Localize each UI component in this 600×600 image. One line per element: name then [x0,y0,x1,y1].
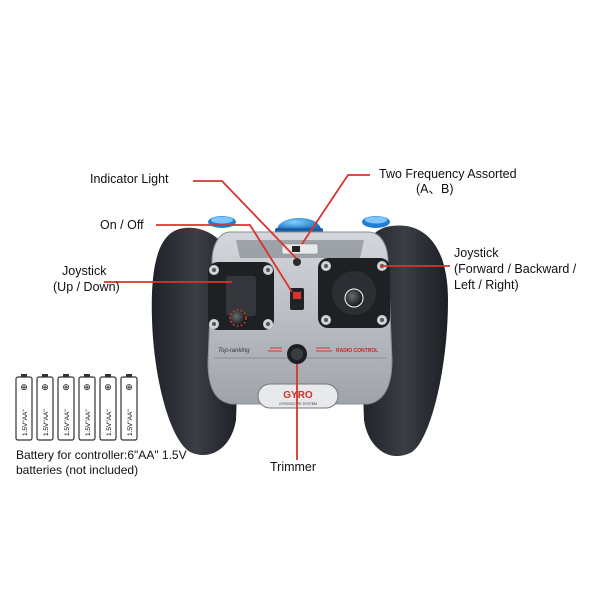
svg-text:GYRO: GYRO [283,390,313,401]
svg-text:⊕: ⊕ [62,382,70,392]
battery-cell: ⊕ 1.5V"AA" [78,374,96,441]
right-shoulder-button [362,216,390,228]
battery-cell-label: 1.5V"AA" [106,409,113,436]
label-joystick-right-sub2: Left / Right) [454,278,519,292]
svg-text:⊕: ⊕ [20,382,28,392]
battery-caption: Battery for controller:6"AA" 1.5V batter… [16,448,187,478]
svg-text:⊕: ⊕ [83,382,91,392]
label-trimmer: Trimmer [270,460,317,474]
label-indicator-light: Indicator Light [90,172,169,186]
callout-lines [104,174,450,460]
battery-cell-label: 1.5V"AA" [85,409,92,436]
center-switch-panel [281,243,319,310]
panel-right-text: RADIO CONTROL [336,348,378,354]
battery-caption-line2: batteries (not included) [16,463,139,477]
battery-group: ⊕ 1.5V"AA" ⊕ 1.5V"AA" ⊕ 1.5V"AA" ⊕ 1.5V"AA" ⊕ 1.5… [15,374,138,441]
left-joystick[interactable] [208,262,274,330]
label-joystick-left: Joystick [62,264,107,278]
battery-cell-label: 1.5V"AA" [127,409,134,436]
trimmer-knob[interactable] [287,344,307,364]
label-two-frequency-sub: (A、B) [416,182,454,196]
battery-cell-label: 1.5V"AA" [43,409,50,436]
battery-caption-line1: Battery for controller:6"AA" 1.5V [16,448,187,462]
label-on-off: On / Off [100,218,144,232]
battery-cell: ⊕ 1.5V"AA" [15,374,33,441]
label-two-frequency: Two Frequency Assorted [379,167,517,181]
battery-cell: ⊕ 1.5V"AA" [57,374,75,441]
svg-text:GYROSCOPE SYSTEM: GYROSCOPE SYSTEM [279,402,317,406]
indicator-light [293,258,301,266]
battery-cell-label: 1.5V"AA" [22,409,29,436]
battery-cell: ⊕ 1.5V"AA" [99,374,117,441]
svg-text:⊕: ⊕ [125,382,133,392]
label-joystick-left-sub: (Up / Down) [53,280,120,294]
right-joystick[interactable] [318,258,390,328]
left-shoulder-button [208,216,236,228]
battery-cell: ⊕ 1.5V"AA" [120,374,138,441]
label-joystick-right: Joystick [454,246,499,260]
gyro-badge: GYRO GYROSCOPE SYSTEM [257,383,339,409]
label-joystick-right-sub1: (Forward / Backward / [454,262,577,276]
panel-left-text: Top-ranking [218,348,250,354]
svg-text:⊕: ⊕ [41,382,49,392]
battery-cell: ⊕ 1.5V"AA" [36,374,54,441]
battery-cell-label: 1.5V"AA" [64,409,71,436]
svg-text:⊕: ⊕ [104,382,112,392]
